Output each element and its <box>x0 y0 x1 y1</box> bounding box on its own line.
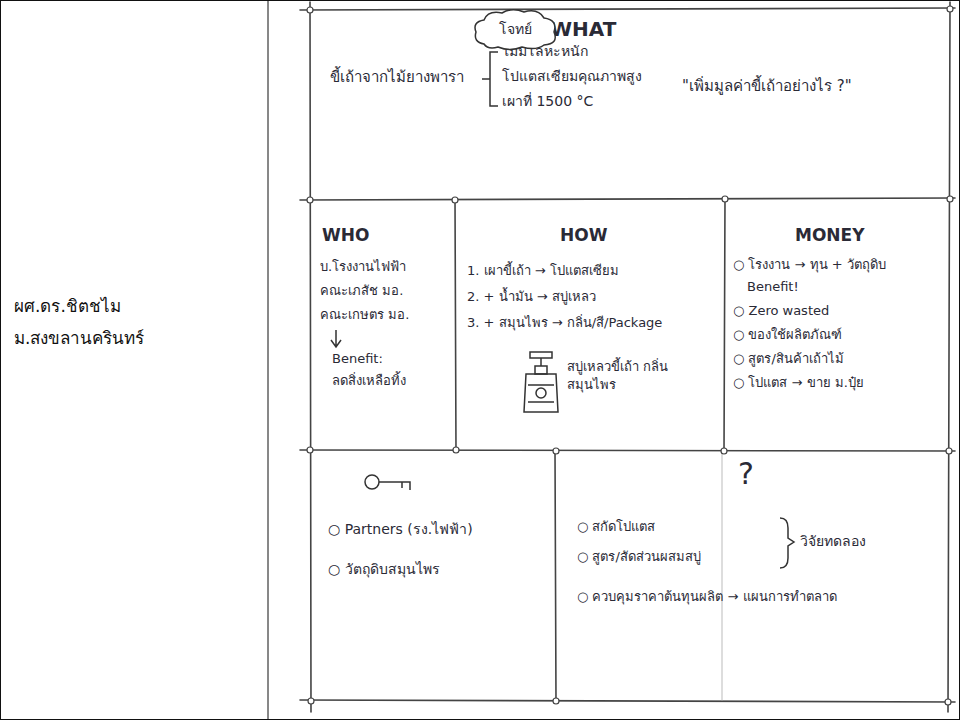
item-text: คณะเกษตร มอ. <box>320 306 409 324</box>
author-label: ผศ.ดร.ชิตชไม <box>14 292 121 319</box>
section-heading: WHAT <box>550 16 616 43</box>
cloud-text: โจทย์ <box>499 20 532 39</box>
illustration-caption: สบู่เหลวขี้เถ้า กลิ่นสมุนไพร <box>567 358 707 393</box>
cloud-shape: โจทย์ <box>470 6 560 52</box>
section-heading: MONEY <box>795 224 865 247</box>
item-text: ○ Partners (รง.ไฟฟ้า) <box>328 520 473 539</box>
item-text: Benefit: <box>332 350 383 368</box>
item-text: ○ โรงงาน → ทุน + วัตถุดิบ <box>733 256 886 274</box>
item-text: ○ สูตร/สัดส่วนผสมสบู่ <box>577 548 701 566</box>
item-text: ลดสิ่งเหลือทิ้ง <box>332 372 406 390</box>
question-mark: ? <box>738 454 754 495</box>
item-text: ○ สูตร/สินค้าเถ้าไม้ <box>733 350 844 368</box>
question-text: "เพิ่มมูลค่าขี้เถ้าอย่างไร ?" <box>682 76 852 96</box>
question-cell: ? ○ สกัดโปแตส ○ สูตร/สัดส่วนผสมสบู่ วิจัยทด… <box>555 450 950 700</box>
how-cell: HOW 1. เผาขี้เถ้า → โปแตสเซียม 2. + น้ำมัน… <box>455 200 725 450</box>
step-text: 2. + น้ำมัน → สบู่เหลว <box>467 288 596 306</box>
item-text: เผาที่ 1500 °C <box>502 92 593 111</box>
item-text: ○ ควบคุมราคาต้นทุนผลิต → แผนการทำตลาด <box>577 588 837 606</box>
who-cell: WHO บ.โรงงานไฟฟ้าคณะเภสัช มอ. คณะเกษตร มอ.… <box>310 200 455 450</box>
item-text: โปแตสเซียมคุณภาพสูง <box>502 67 642 86</box>
item-text: บ.โรงงานไฟฟ้า <box>320 258 406 276</box>
section-heading: WHO <box>322 224 369 247</box>
item-text: ○ โปแตส → ขาย ม.ปุ๋ย <box>733 374 864 392</box>
item-text: ○ สกัดโปแตส <box>577 518 655 536</box>
partners-cell: ○ Partners (รง.ไฟฟ้า) ○ วัตถุดิบสมุนไพร <box>310 450 555 700</box>
what-cell: WHATขี้เถ้าจากไม้ยางพาราไม่มีโลหะหนักโปแ… <box>310 10 950 200</box>
item-text: ○ ของใช้ผลิตภัณฑ์ <box>733 326 842 344</box>
item-text: Benefit! <box>747 278 799 296</box>
step-text: 1. เผาขี้เถ้า → โปแตสเซียม <box>467 262 619 280</box>
item-text: ขี้เถ้าจากไม้ยางพารา <box>330 67 464 87</box>
author-label: ม.สงขลานครินทร์ <box>14 324 144 351</box>
money-cell: MONEY ○ โรงงาน → ทุน + วัตถุดิบ Benefit! ○ … <box>725 200 950 450</box>
item-text: ○ Zero wasted <box>733 302 829 320</box>
item-text: ○ วัตถุดิบสมุนไพร <box>328 560 440 579</box>
section-heading: HOW <box>560 224 607 247</box>
item-text: คณะเภสัช มอ. <box>320 282 403 300</box>
step-text: 3. + สมุนไพร → กลิ่น/สี/Package <box>467 314 662 332</box>
bracket-label: วิจัยทดลอง <box>800 532 866 551</box>
